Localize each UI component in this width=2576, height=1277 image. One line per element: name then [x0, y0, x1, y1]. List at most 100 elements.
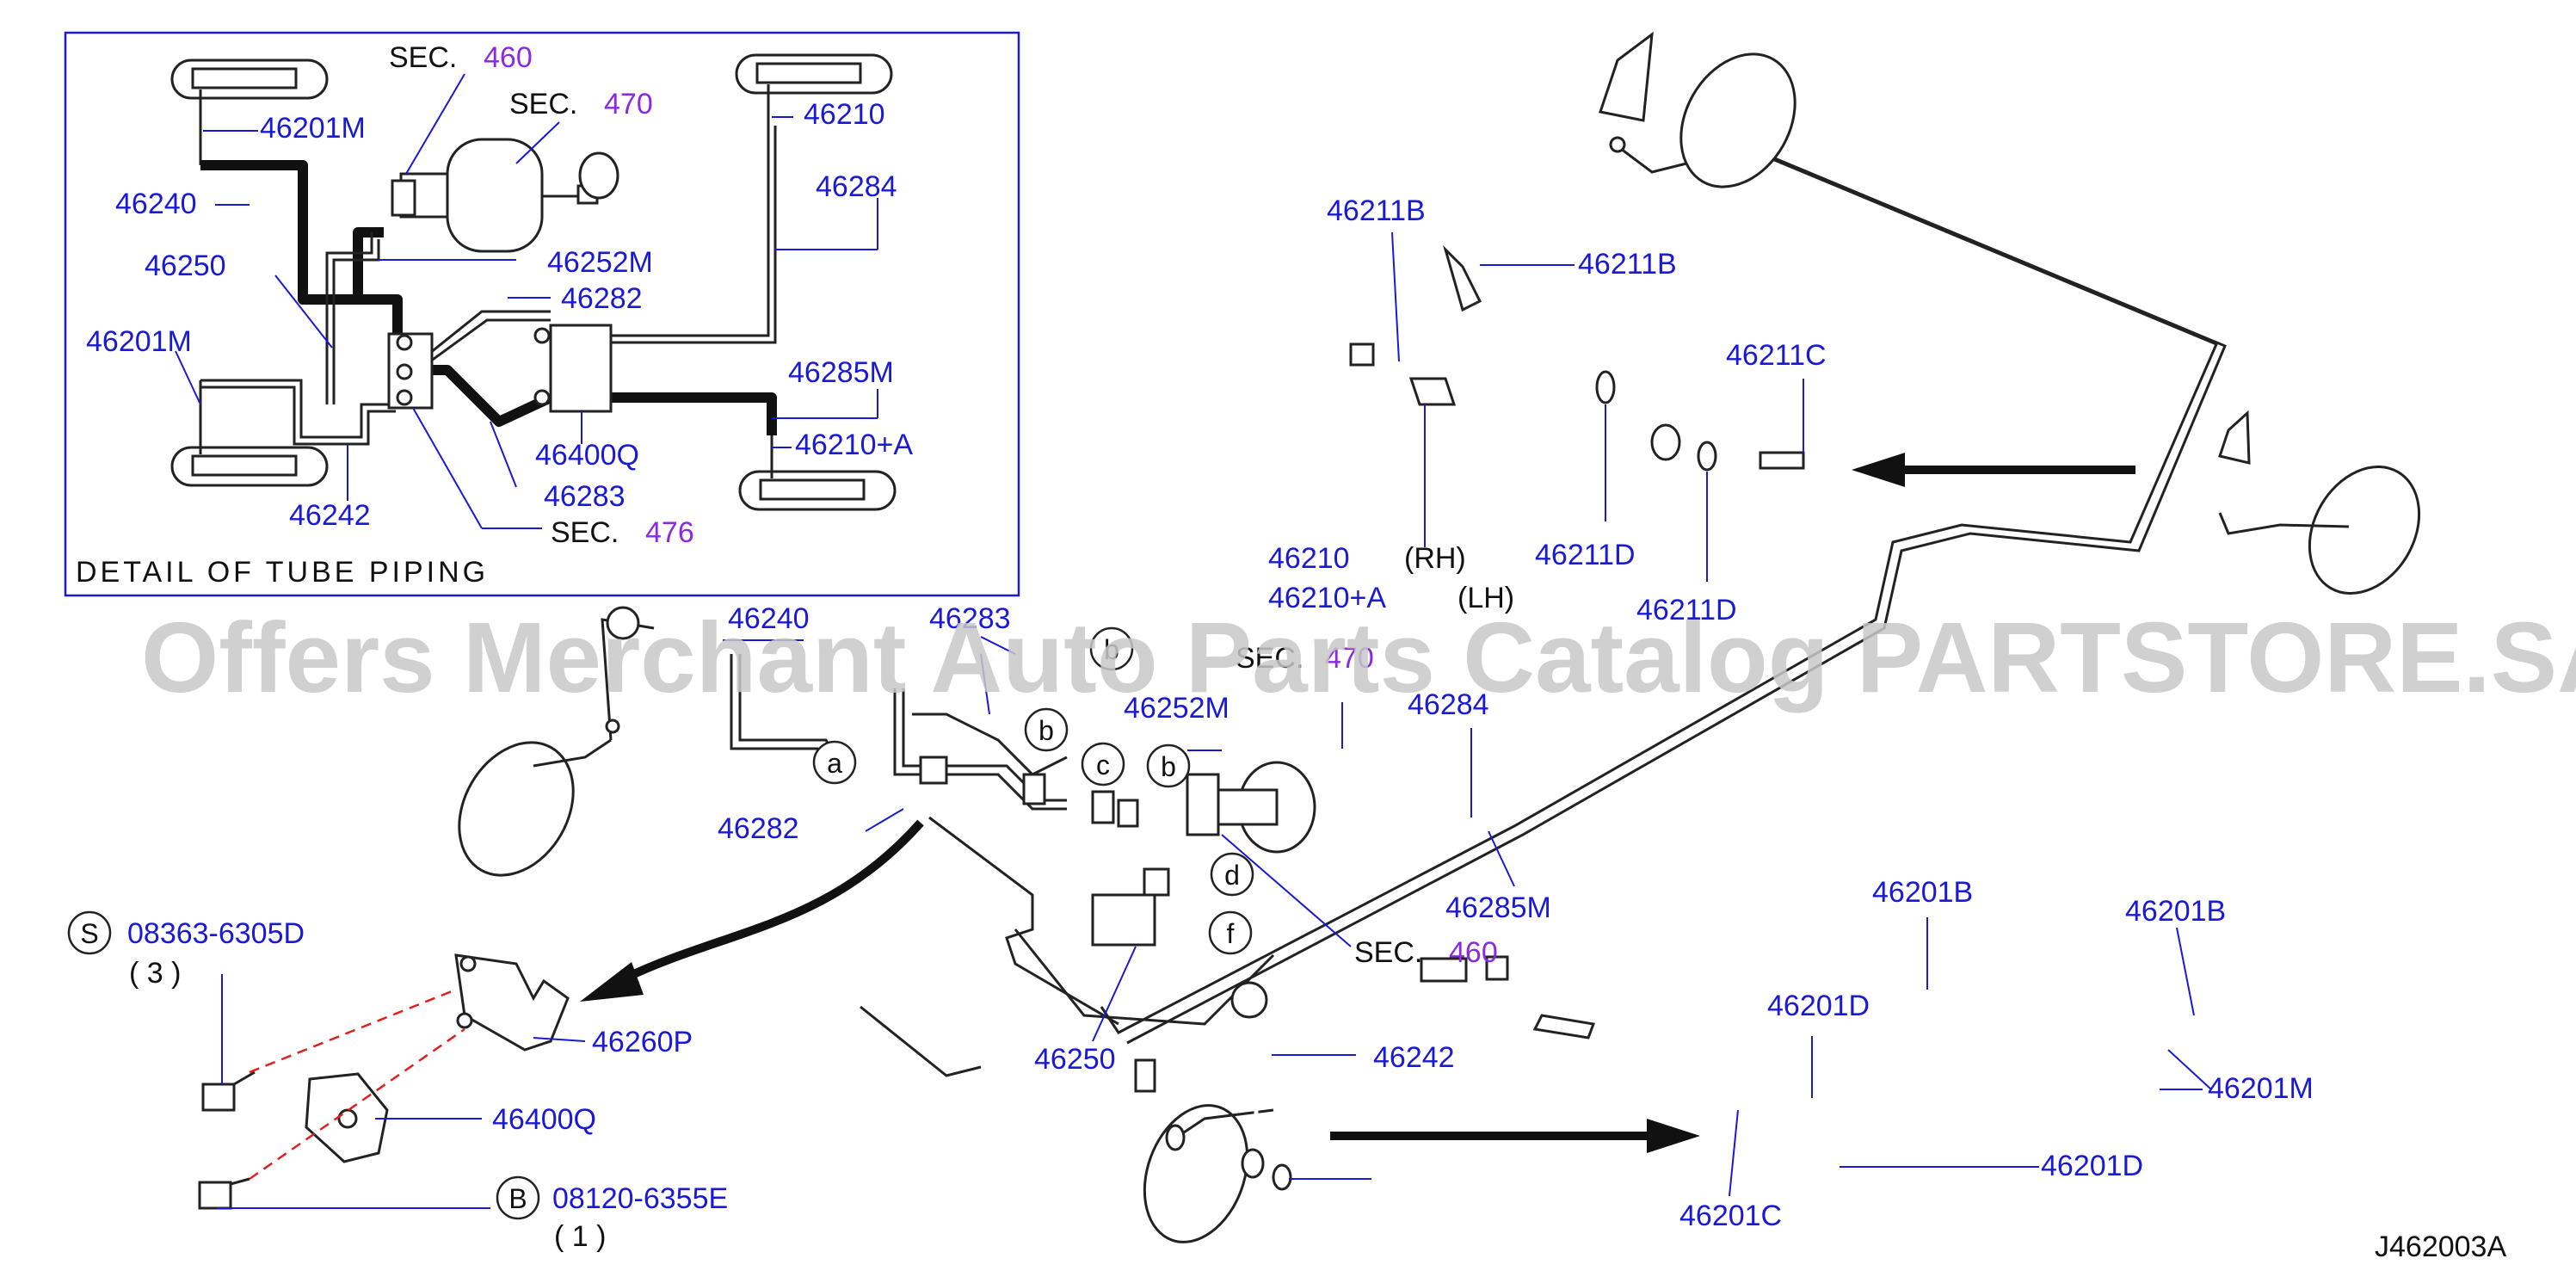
label-46283[interactable]: 46283: [544, 480, 626, 513]
label-46210[interactable]: 46210: [804, 98, 885, 131]
sec-460-main-link[interactable]: 460: [1449, 936, 1498, 969]
hose-hatched: [199, 84, 773, 478]
sec-460-link[interactable]: 460: [484, 41, 533, 74]
svg-text:b: b: [1161, 751, 1176, 782]
sec-prefix-470: SEC.: [509, 88, 577, 120]
watermark: Offers Merchant Auto Parts Catalog PARTS…: [141, 601, 2576, 713]
label-46201C[interactable]: 46201C: [1679, 1200, 1782, 1232]
bubble-b3[interactable]: b: [1146, 743, 1191, 788]
rear-right-brake-assembly: [1599, 31, 1796, 188]
svg-text:c: c: [1096, 750, 1110, 780]
caliper-slot-top-left: [170, 59, 329, 100]
svg-text:d: d: [1224, 860, 1240, 891]
bubble-c[interactable]: c: [1081, 742, 1125, 787]
label-46250[interactable]: 46250: [145, 250, 226, 282]
label-46201B-a[interactable]: 46201B: [1872, 876, 1973, 909]
svg-text:B: B: [508, 1183, 527, 1214]
label-46260P[interactable]: 46260P: [592, 1026, 693, 1058]
label-46242[interactable]: 46242: [289, 499, 371, 532]
svg-text:a: a: [827, 748, 842, 779]
svg-text:b: b: [1038, 715, 1054, 746]
label-46201B-b[interactable]: 46201B: [2125, 895, 2226, 928]
label-46211C[interactable]: 46211C: [1726, 339, 1827, 372]
bubble-b1[interactable]: b: [1089, 626, 1134, 671]
label-46252M[interactable]: 46252M: [1124, 692, 1229, 725]
bolt-B-dash: [249, 1027, 465, 1181]
caliper-slot-bottom-right: [738, 470, 897, 511]
brake-booster-detail: [391, 138, 619, 253]
label-46283[interactable]: 46283: [929, 602, 1011, 635]
tube-thin-detail: [200, 126, 777, 446]
caliper-slot-bottom-left: [170, 446, 329, 487]
sec-prefix-460-main: SEC.: [1354, 936, 1422, 969]
label-lh: (LH): [1457, 582, 1514, 614]
label-46284[interactable]: 46284: [816, 170, 897, 203]
label-46201M-left[interactable]: 46201M: [86, 325, 192, 358]
label-46210[interactable]: 46210: [1268, 542, 1350, 575]
caliper-slot-top-right: [735, 53, 893, 95]
direction-arrows: [580, 453, 2135, 1153]
label-46250[interactable]: 46250: [1034, 1043, 1116, 1076]
svg-text:f: f: [1227, 918, 1235, 949]
bracket-46260P: [454, 953, 570, 1052]
bolt-S-dash: [249, 988, 457, 1074]
valve-46400Q: [305, 1072, 389, 1163]
tube-46252M-detail: [353, 227, 384, 299]
bolt-B: [198, 1177, 250, 1210]
sec-prefix-476: SEC.: [551, 516, 619, 549]
bubble-d[interactable]: d: [1210, 852, 1254, 897]
detail-box: SEC. 460 SEC. 470 SEC. 476 46201M 46240 …: [64, 31, 1020, 597]
label-46210A[interactable]: 46210+A: [1268, 582, 1386, 614]
rear-left-brake-assembly: [2218, 410, 2421, 595]
junction-block-detail: [387, 324, 613, 413]
label-46400Q[interactable]: 46400Q: [535, 439, 639, 472]
label-46285M[interactable]: 46285M: [788, 356, 894, 389]
label-46211D-b[interactable]: 46211D: [1636, 594, 1737, 626]
sec-prefix-460: SEC.: [389, 41, 457, 74]
tube-46285M-detail: [602, 392, 777, 435]
junction-block-main: [919, 756, 1170, 947]
booster-main: [1186, 761, 1316, 854]
label-46210A[interactable]: 46210+A: [795, 429, 913, 461]
sec-prefix-470-main: SEC.: [1236, 642, 1303, 675]
label-46240[interactable]: 46240: [728, 602, 810, 635]
label-bolt-S[interactable]: 08363-6305D: [127, 917, 305, 950]
label-bolt-B[interactable]: 08120-6355E: [552, 1182, 728, 1215]
label-46282[interactable]: 46282: [561, 282, 643, 315]
label-46201M[interactable]: 46201M: [2208, 1072, 2314, 1105]
label-rh: (RH): [1404, 542, 1466, 575]
front-hose-46211: [1349, 244, 1805, 472]
detail-title: DETAIL OF TUBE PIPING: [76, 556, 489, 589]
svg-text:b: b: [1104, 634, 1119, 665]
label-46252M[interactable]: 46252M: [547, 246, 653, 279]
bubble-a[interactable]: a: [812, 740, 857, 785]
bubble-f[interactable]: f: [1208, 910, 1253, 955]
label-46201D-b[interactable]: 46201D: [2041, 1150, 2143, 1182]
label-46242[interactable]: 46242: [1373, 1041, 1455, 1074]
label-46282[interactable]: 46282: [718, 812, 799, 845]
svg-text:S: S: [80, 918, 98, 949]
front-left-brake-assembly: [458, 606, 655, 877]
sec-476-link[interactable]: 476: [645, 516, 694, 549]
sec-470-main-link[interactable]: 470: [1325, 642, 1374, 675]
label-46285M[interactable]: 46285M: [1445, 891, 1551, 924]
label-46201D-a[interactable]: 46201D: [1767, 990, 1870, 1022]
label-bolt-S-qty: ( 3 ): [129, 957, 181, 990]
bubble-b2[interactable]: b: [1024, 707, 1069, 752]
label-bolt-B-qty: ( 1 ): [554, 1220, 606, 1253]
diagram-id: J462003A: [2375, 1231, 2506, 1263]
bubble-B[interactable]: B: [496, 1175, 540, 1220]
label-46400Q[interactable]: 46400Q: [492, 1103, 596, 1136]
bolt-S: [201, 1070, 256, 1112]
bubble-S[interactable]: S: [67, 910, 112, 955]
label-46201M-top[interactable]: 46201M: [260, 112, 366, 145]
label-46211B-a[interactable]: 46211B: [1327, 194, 1426, 227]
label-46284[interactable]: 46284: [1408, 688, 1489, 721]
label-46240[interactable]: 46240: [115, 188, 197, 220]
detail-leaders: [175, 73, 878, 529]
label-46211D-a[interactable]: 46211D: [1535, 539, 1636, 571]
sec-470-link[interactable]: 470: [604, 88, 653, 120]
rear-hose-46201: [1134, 955, 1596, 1191]
label-46211B-b[interactable]: 46211B: [1578, 248, 1677, 281]
